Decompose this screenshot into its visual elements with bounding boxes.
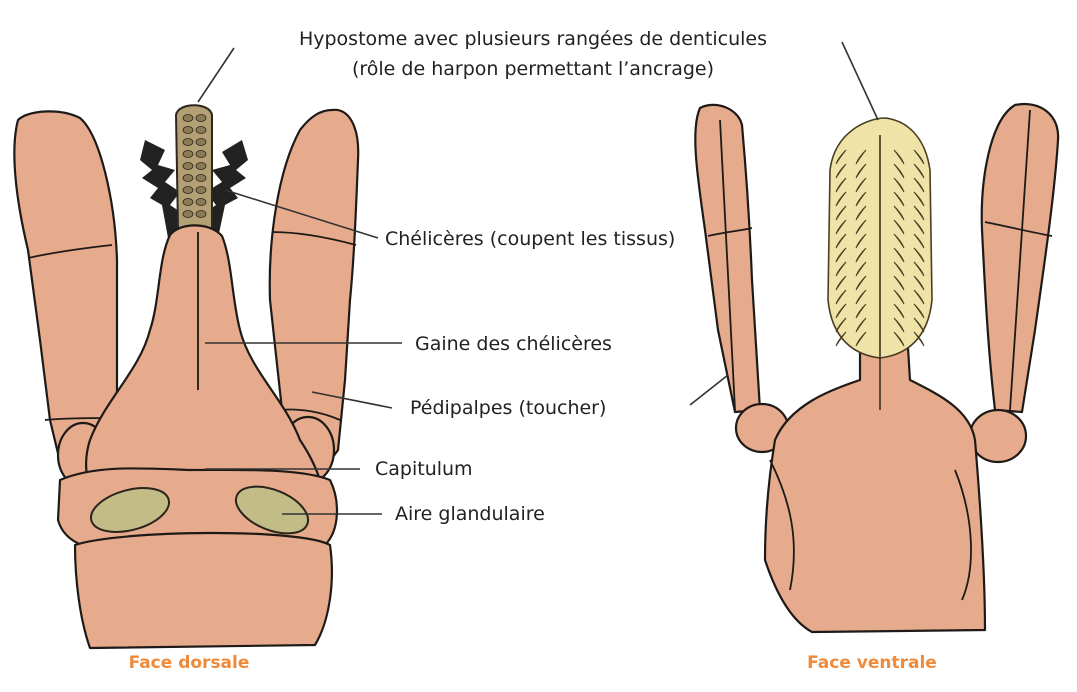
- ventral-left-pedipalp: [695, 105, 788, 452]
- ventral-right-pedipalp: [970, 104, 1058, 462]
- label-capitulum: Capitulum: [375, 458, 473, 480]
- label-chelicerae: Chélicères (coupent les tissus): [385, 228, 675, 250]
- label-hypostome-line1: Hypostome avec plusieurs rangées de dent…: [299, 28, 767, 50]
- label-sheath: Gaine des chélicères: [415, 333, 612, 355]
- caption-ventral: Face ventrale: [807, 653, 937, 673]
- dorsal-hypostome: [176, 105, 212, 228]
- leader-pedipalp-ventral: [690, 375, 728, 405]
- caption-dorsal: Face dorsale: [129, 653, 250, 673]
- label-hypostome-line2: (rôle de harpon permettant l’ancrage): [352, 58, 714, 80]
- ventral-hypostome: [828, 118, 932, 410]
- leader-hypostome-ventral: [842, 42, 878, 120]
- ventral-view: [695, 104, 1058, 632]
- dorsal-view: [14, 105, 358, 648]
- leader-hypostome-dorsal: [198, 48, 234, 102]
- label-pedipalps: Pédipalpes (toucher): [410, 397, 606, 419]
- labels: Hypostome avec plusieurs rangées de dent…: [299, 28, 767, 525]
- label-glandular-area: Aire glandulaire: [395, 503, 545, 525]
